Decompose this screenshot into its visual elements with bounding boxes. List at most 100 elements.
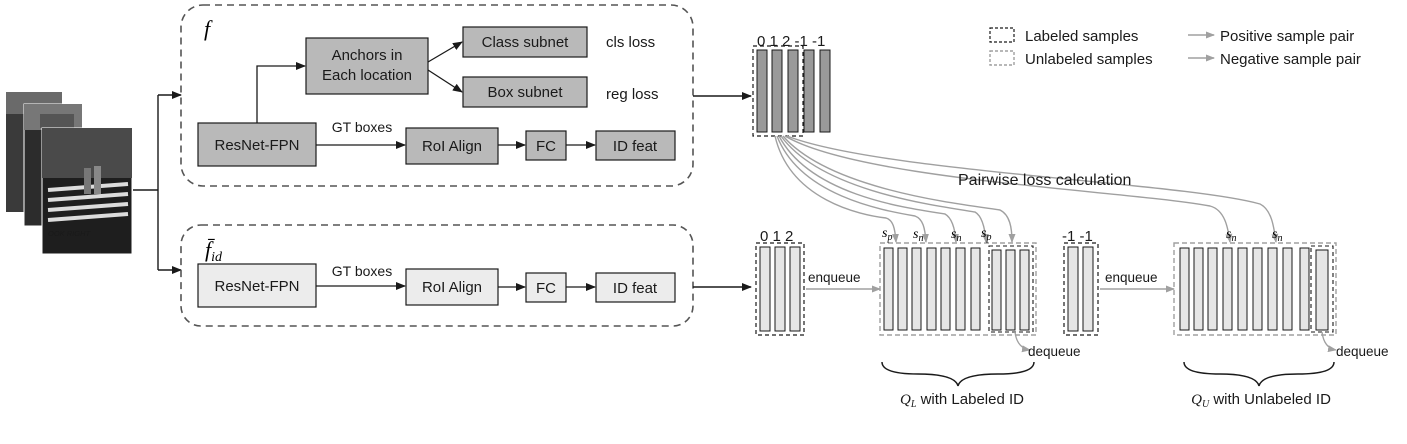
unlabeled-feature-bar bbox=[1067, 246, 1079, 332]
anchors-label-line2: Each location bbox=[322, 67, 412, 84]
dequeue-label-1: dequeue bbox=[1028, 344, 1081, 359]
unlabeled-queue-caption: QU with Unlabeled ID bbox=[1191, 391, 1331, 410]
pair-curve bbox=[786, 135, 1279, 243]
bottom-gt-boxes-label: GT boxes bbox=[332, 263, 392, 279]
pair-curve bbox=[780, 135, 989, 243]
pair-label: sp bbox=[981, 226, 991, 243]
queue-u-bar bbox=[1315, 249, 1329, 331]
unlabeled-queue-frame bbox=[1173, 242, 1337, 336]
queue-l-bar bbox=[940, 247, 951, 331]
top-feature-bar bbox=[803, 49, 815, 133]
pair-curve bbox=[782, 135, 1016, 243]
legend-unlabeled-label: Unlabeled samples bbox=[1025, 51, 1153, 68]
queue-u-bar bbox=[1252, 247, 1263, 331]
enqueue-label-2: enqueue bbox=[1105, 270, 1158, 285]
class-subnet-label: Class subnet bbox=[482, 34, 570, 51]
legend-negative-label: Negative sample pair bbox=[1220, 51, 1361, 68]
bottom-branch-arrows bbox=[316, 282, 596, 291]
top-feature-bar bbox=[787, 49, 799, 133]
bottom-labeled-group bbox=[755, 242, 805, 336]
class-subnet-box bbox=[462, 26, 588, 58]
pair-label: sp bbox=[882, 226, 892, 243]
pair-curve bbox=[778, 135, 959, 243]
top-id-feat-label: ID feat bbox=[613, 138, 658, 155]
pair-label: sn bbox=[913, 227, 923, 244]
queue-u-bar bbox=[1267, 247, 1278, 331]
top-gt-boxes-label: GT boxes bbox=[332, 119, 392, 135]
queue-u-bar bbox=[1282, 247, 1293, 331]
bottom-roi-align-box bbox=[405, 268, 499, 306]
labeled-queue-frame bbox=[879, 242, 1037, 336]
pair-label: sn bbox=[951, 227, 961, 244]
top-roi-align-label: RoI Align bbox=[422, 138, 482, 155]
dequeue-arrow-2 bbox=[1321, 331, 1337, 353]
branch-output-arrows bbox=[693, 92, 752, 291]
bottom-resnet-label: ResNet-FPN bbox=[214, 278, 299, 295]
pair-labels-labeled: sp sn sn sp bbox=[882, 226, 991, 244]
anchors-label-line1: Anchors in bbox=[332, 47, 403, 64]
top-branch-symbol: f bbox=[204, 16, 213, 41]
pair-curve bbox=[774, 135, 899, 243]
queue-l-bar bbox=[883, 247, 894, 331]
queue-l-bar bbox=[1005, 249, 1016, 331]
box-subnet-label: Box subnet bbox=[487, 84, 563, 101]
bottom-branch-symbol: f̄id bbox=[205, 237, 223, 265]
queue-u-bar bbox=[1222, 247, 1233, 331]
unlabeled-batch: -1 -1 bbox=[1062, 228, 1099, 336]
queue-l-bar bbox=[911, 247, 922, 331]
bottom-fc-box bbox=[525, 272, 567, 303]
bottom-feature-bar bbox=[759, 246, 771, 332]
bottom-feature-bar bbox=[774, 246, 786, 332]
bottom-id-feat-box bbox=[595, 272, 676, 303]
pair-curve bbox=[784, 135, 1233, 243]
labeled-queue: dequeue QL with Labeled ID bbox=[879, 242, 1081, 410]
bottom-branch: f̄id ResNet-FPN GT boxes RoI Align FC ID… bbox=[180, 224, 694, 327]
legend: Labeled samples Unlabeled samples Positi… bbox=[989, 27, 1361, 68]
top-labeled-group bbox=[752, 45, 804, 137]
image-road-text: OOK RIGHT bbox=[48, 229, 92, 238]
legend-labeled-label: Labeled samples bbox=[1025, 28, 1138, 45]
dequeue-label-2: dequeue bbox=[1336, 344, 1389, 359]
top-fc-box bbox=[525, 130, 567, 161]
enqueue-label-1: enqueue bbox=[808, 270, 861, 285]
labeled-queue-caption: QL with Labeled ID bbox=[900, 391, 1024, 410]
pair-label: sn bbox=[1226, 227, 1236, 244]
reg-loss-label: reg loss bbox=[606, 86, 659, 103]
top-feature-labels: 0 1 2 -1 -1 bbox=[757, 33, 825, 50]
legend-unlabeled-swatch bbox=[989, 50, 1015, 66]
top-roi-align-box bbox=[405, 127, 499, 165]
top-fc-label: FC bbox=[536, 138, 556, 155]
bottom-feature-bar bbox=[789, 246, 801, 332]
top-branch: f Anchors in Each location Class subnet … bbox=[180, 4, 694, 187]
pairwise-loss-label: Pairwise loss calculation bbox=[958, 172, 1131, 189]
queue-l-bar bbox=[991, 249, 1002, 331]
queue-l-bar bbox=[897, 247, 908, 331]
input-image-stack: OOK RIGHT bbox=[6, 92, 133, 255]
dequeue-arrow-1 bbox=[1014, 331, 1031, 353]
pair-label: sn bbox=[1272, 227, 1282, 244]
pair-curve bbox=[776, 135, 929, 243]
bottom-fc-label: FC bbox=[536, 280, 556, 297]
box-subnet-box bbox=[462, 76, 588, 108]
queue-l-bar bbox=[1019, 249, 1030, 331]
labeled-queue-brace bbox=[881, 361, 1035, 387]
queue-l-bar bbox=[926, 247, 937, 331]
queue-l-bar bbox=[970, 247, 981, 331]
top-feature-bar bbox=[819, 49, 831, 133]
labeled-queue-dequeue-group bbox=[988, 245, 1034, 333]
queue-l-bar bbox=[955, 247, 966, 331]
bottom-branch-frame bbox=[180, 224, 694, 327]
unlabeled-feature-bar bbox=[1082, 246, 1094, 332]
bottom-roi-align-label: RoI Align bbox=[422, 279, 482, 296]
anchors-box bbox=[305, 37, 429, 95]
unlabeled-batch-frame bbox=[1063, 242, 1099, 336]
unlabeled-queue: dequeue QU with Unlabeled ID bbox=[1173, 242, 1389, 410]
bottom-labeled-batch: 0 1 2 bbox=[755, 228, 805, 336]
unlabeled-queue-brace bbox=[1183, 361, 1335, 387]
bottom-id-feat-label: ID feat bbox=[613, 280, 658, 297]
legend-labeled-swatch bbox=[989, 27, 1015, 43]
input-split-arrows bbox=[133, 91, 182, 274]
bottom-feature-labels: 0 1 2 bbox=[760, 228, 793, 245]
queue-u-bar bbox=[1179, 247, 1190, 331]
